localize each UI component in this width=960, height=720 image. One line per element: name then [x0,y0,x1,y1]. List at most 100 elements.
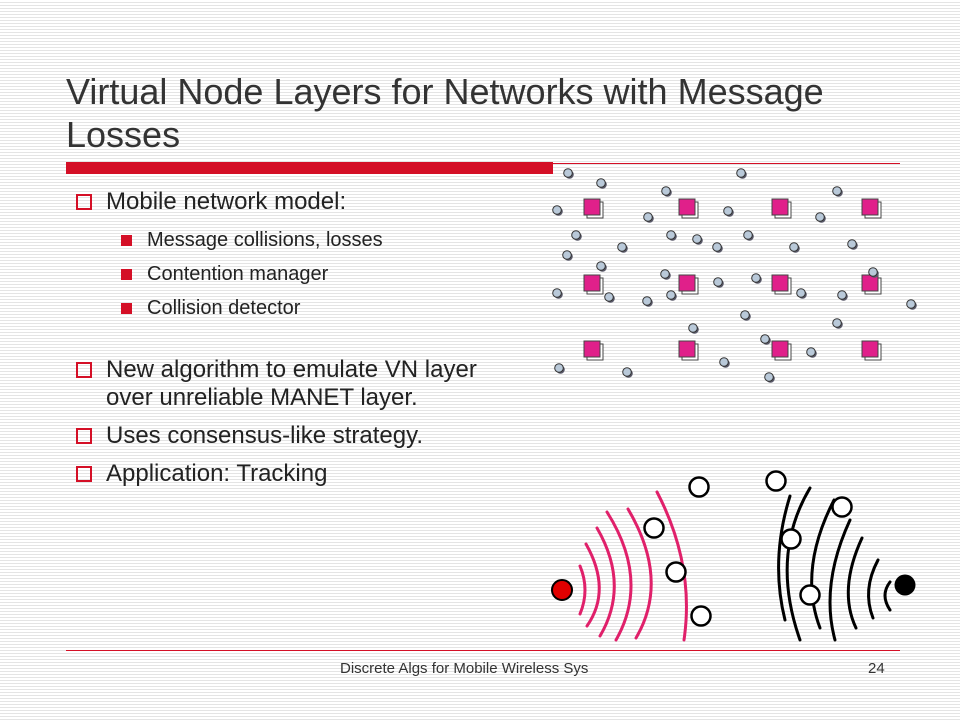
mobile-node [832,186,844,198]
slide-title: Virtual Node Layers for Networks with Me… [66,71,824,155]
signal-wave [867,558,880,620]
mobile-node [789,242,801,254]
virtual-node [771,274,792,295]
sub-bullet-item: Message collisions, losses [76,228,516,252]
signal-wave [777,494,792,622]
footer-text: Discrete Algs for Mobile Wireless Sys [340,660,589,677]
mobile-node [562,250,574,262]
hollow-square-bullet-icon [76,428,92,444]
title-underline-thin [553,163,900,164]
mobile-node [596,261,608,273]
mobile-node [643,212,655,224]
mobile-node [723,206,735,218]
receiver-node [643,517,665,539]
hollow-square-bullet-icon [76,194,92,210]
sub-bullet-item: Collision detector [76,296,516,320]
mobile-node [596,178,608,190]
virtual-node-grid [583,198,882,361]
signal-wave [626,507,653,640]
signal-wave [785,486,812,642]
signal-wave [828,518,852,642]
bullet-item: Application: Tracking [76,460,516,488]
mobile-node [906,299,918,311]
mobile-node [692,234,704,246]
mobile-node [764,372,776,384]
sub-bullet-text: Contention manager [147,263,329,285]
receiver-node [831,496,853,518]
page-number: 24 [868,660,885,677]
mobile-node [743,230,755,242]
mobile-node [552,288,564,300]
hollow-square-bullet-icon [76,362,92,378]
mobile-node [571,230,583,242]
mobile-node [660,269,672,281]
mobile-node [552,205,564,217]
virtual-node [583,340,604,361]
signal-wave [810,498,836,630]
mobile-node [847,239,859,251]
mobile-node [832,318,844,330]
virtual-node [678,198,699,219]
receiver-node [780,528,802,550]
bullet-item: Mobile network model: [76,188,516,216]
mobile-node [719,357,731,369]
receiver-node [690,605,712,627]
bullet-item: Uses consensus-like strategy. [76,422,516,450]
footer-rule [66,650,900,651]
bullet-text: New algorithm to emulate VN layer over u… [106,356,477,411]
source-node-red [551,579,573,601]
receiver-node [665,561,687,583]
bullet-list: Mobile network model: Message collisions… [76,188,516,488]
mobile-node [760,334,772,346]
virtual-node [861,340,882,361]
filled-square-bullet-icon [121,303,132,314]
virtual-node [861,274,882,295]
mobile-node [740,310,752,322]
receiver-node [799,584,821,606]
signal-wave [584,542,601,628]
signal-wave [578,564,587,616]
virtual-node [771,198,792,219]
filled-square-bullet-icon [121,269,132,280]
mobile-node [713,277,725,289]
mobile-node [604,292,616,304]
mobile-node [661,186,673,198]
mobile-node [806,347,818,359]
signal-wave [605,510,633,642]
mobile-node [736,168,748,180]
bullet-text: Uses consensus-like strategy. [106,422,424,449]
mobile-node [837,290,849,302]
mobile-node [688,323,700,335]
mobile-node [815,212,827,224]
signal-wave [846,536,864,630]
mobile-node [751,273,763,285]
bullet-text: Mobile network model: [106,188,347,215]
mobile-node [712,242,724,254]
target-node-black [894,574,916,596]
virtual-node [678,340,699,361]
receiver-nodes [643,470,853,627]
hollow-square-bullet-icon [76,466,92,482]
virtual-node [583,198,604,219]
mobile-node [554,363,566,375]
virtual-node [771,340,792,361]
bullet-text: Application: Tracking [106,460,328,487]
mobile-node [563,168,575,180]
virtual-node [583,274,604,295]
sub-bullet-item: Contention manager [76,262,516,286]
signal-wave [883,580,892,612]
filled-square-bullet-icon [121,235,132,246]
title-underline-thick [66,162,553,174]
mobile-node [666,290,678,302]
bullet-item: New algorithm to emulate VN layer over u… [76,356,516,412]
signal-wave [595,526,616,638]
mobile-node [617,242,629,254]
virtual-node [678,274,699,295]
black-signal-waves [777,486,892,642]
receiver-node [688,476,710,498]
mobile-node [642,296,654,308]
receiver-node [765,470,787,492]
mobile-node [666,230,678,242]
sub-bullet-text: Message collisions, losses [147,229,383,251]
